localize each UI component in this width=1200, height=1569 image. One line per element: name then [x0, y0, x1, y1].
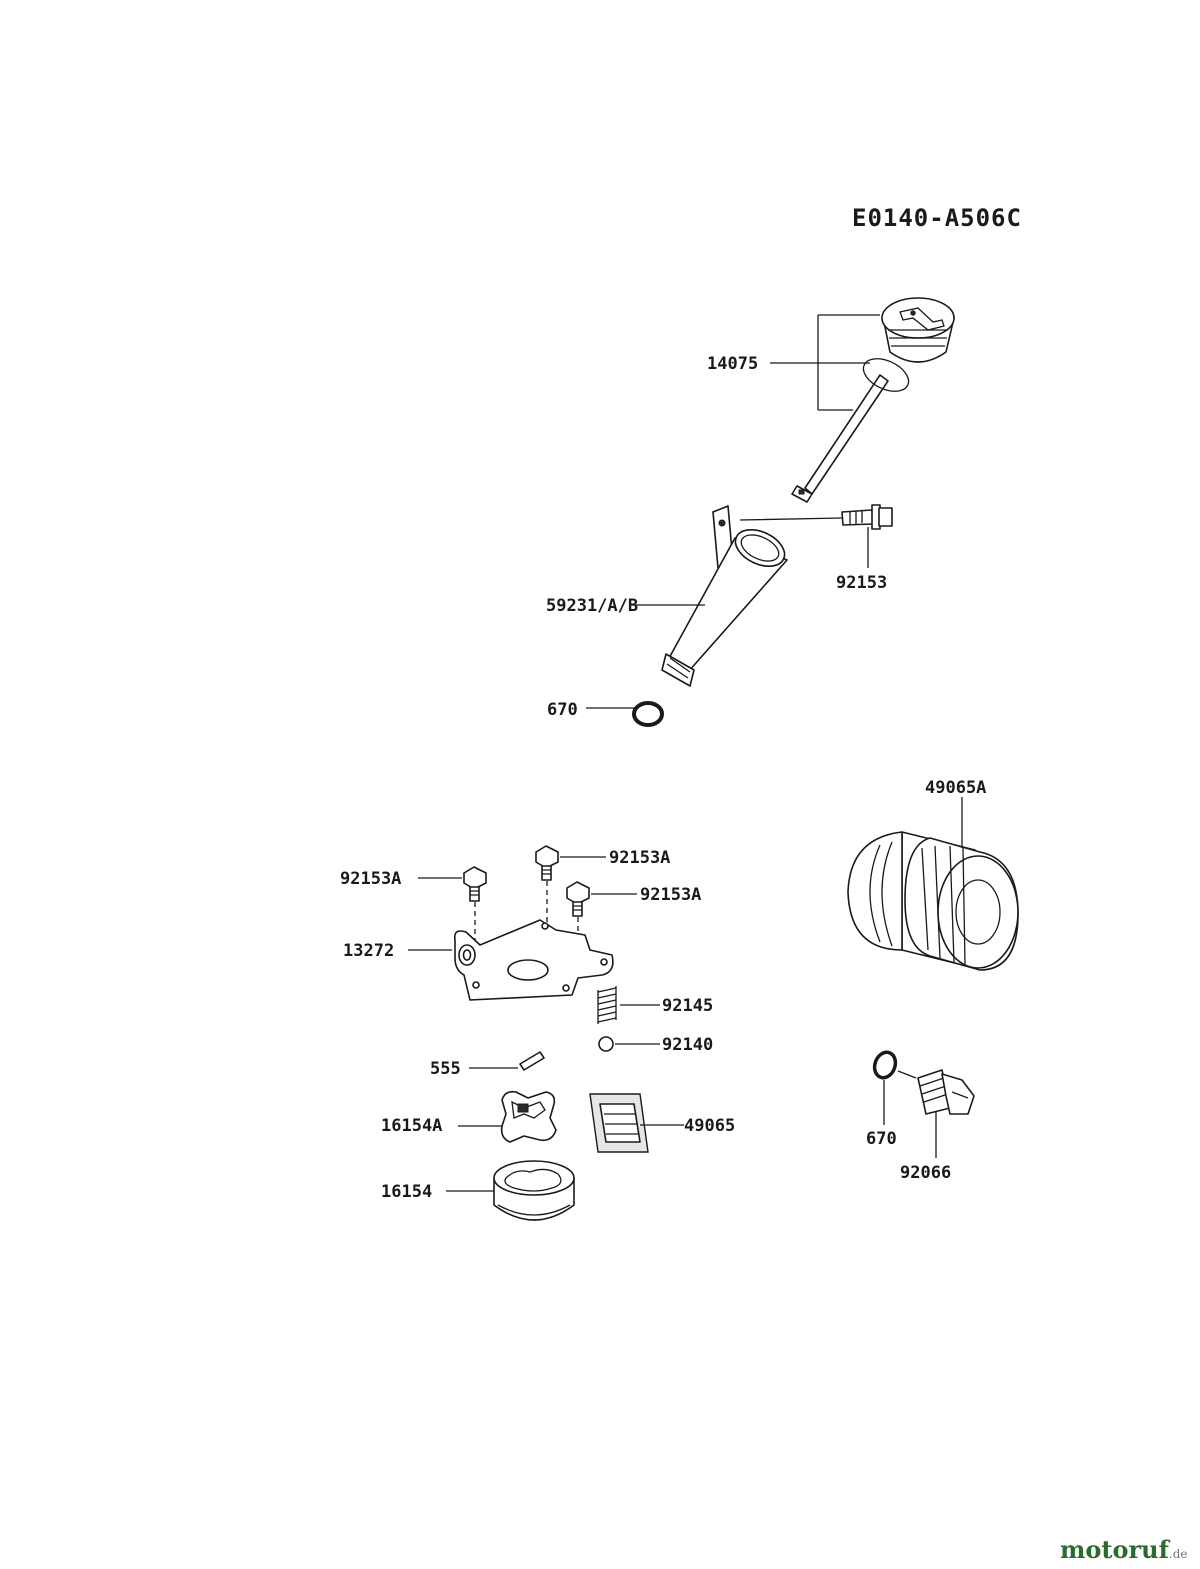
part-13272-pump-cover[interactable] [453, 919, 614, 1001]
callout-92153A-right[interactable]: 92153A [640, 885, 701, 905]
callout-92066[interactable]: 92066 [900, 1163, 951, 1183]
part-555-pin[interactable] [519, 1051, 545, 1071]
part-59231-tube[interactable] [661, 505, 790, 687]
callout-16154A[interactable]: 16154A [381, 1116, 442, 1136]
brand-name: motoruf [1060, 1535, 1169, 1564]
part-16154A-inner-rotor[interactable] [500, 1090, 557, 1143]
leader-670b [883, 1070, 917, 1125]
part-92066-drain-plug[interactable] [917, 1069, 975, 1115]
part-670-oring-drain[interactable] [871, 1049, 899, 1080]
callout-14075[interactable]: 14075 [707, 354, 758, 374]
part-92153-bolt[interactable] [841, 504, 893, 530]
part-16154-outer-rotor[interactable] [493, 1160, 575, 1221]
part-92140-ball[interactable] [598, 1036, 614, 1052]
callout-59231[interactable]: 59231/A/B [546, 596, 638, 616]
callout-92153A-top[interactable]: 92153A [609, 848, 670, 868]
part-92153A-bolt-top[interactable] [535, 845, 559, 881]
callout-670a[interactable]: 670 [547, 700, 578, 720]
callout-555[interactable]: 555 [430, 1059, 461, 1079]
part-92145-spring[interactable] [597, 986, 617, 1024]
brand-tld: .de [1168, 1547, 1188, 1561]
part-49065-strainer[interactable] [589, 1093, 649, 1153]
diagram-code: E0140-A506C [852, 204, 1022, 232]
callout-92145[interactable]: 92145 [662, 996, 713, 1016]
part-14075-dipstick[interactable] [791, 297, 955, 503]
callout-92153[interactable]: 92153 [836, 573, 887, 593]
leader-14075 [770, 314, 880, 411]
part-670-oring[interactable] [632, 701, 664, 727]
part-49065A-oil-filter[interactable] [847, 831, 1019, 971]
callout-49065[interactable]: 49065 [684, 1116, 735, 1136]
callout-92153A-left[interactable]: 92153A [340, 869, 401, 889]
callout-13272[interactable]: 13272 [343, 941, 394, 961]
brand-logo[interactable]: motoruf.de [1060, 1535, 1188, 1564]
part-92153A-bolt-left[interactable] [463, 866, 487, 902]
callout-670b[interactable]: 670 [866, 1129, 897, 1149]
part-92153A-bolt-right[interactable] [566, 881, 590, 917]
callout-49065A[interactable]: 49065A [925, 778, 986, 798]
callout-92140[interactable]: 92140 [662, 1035, 713, 1055]
callout-16154[interactable]: 16154 [381, 1182, 432, 1202]
leader-92153 [739, 517, 869, 568]
